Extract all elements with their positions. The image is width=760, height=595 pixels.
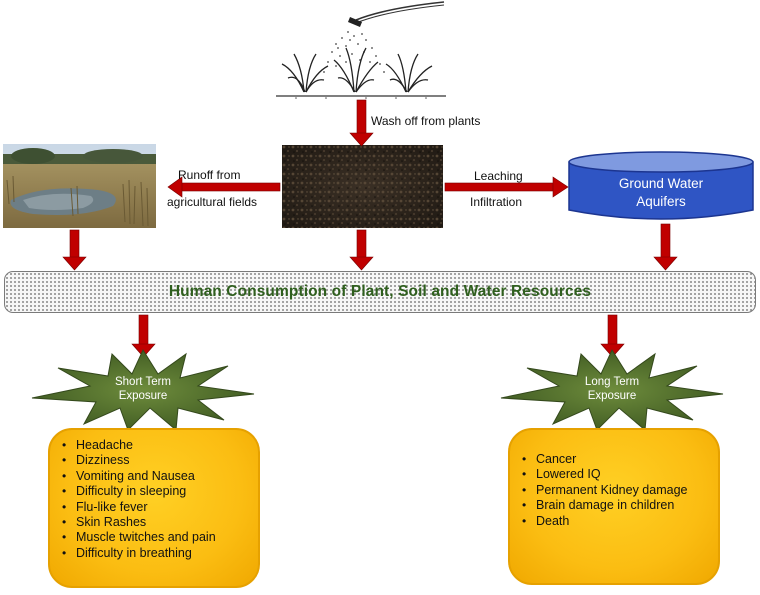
- leaching-label: Leaching: [474, 169, 523, 183]
- list-item: Brain damage in children: [536, 498, 696, 513]
- infiltration-label: Infiltration: [470, 195, 522, 209]
- long-term-label: Long Term Exposure: [555, 375, 669, 403]
- human-consumption-banner: Human Consumption of Plant, Soil and Wat…: [4, 271, 756, 313]
- short-term-label-line2: Exposure: [86, 389, 200, 403]
- list-item: Death: [536, 514, 696, 529]
- arrow-soil-down: [350, 230, 373, 270]
- list-item: Difficulty in breathing: [76, 546, 246, 561]
- list-item: Vomiting and Nausea: [76, 469, 246, 484]
- list-item: Permanent Kidney damage: [536, 483, 696, 498]
- banner-title: Human Consumption of Plant, Soil and Wat…: [169, 283, 591, 301]
- arrow-pond-down: [63, 230, 86, 270]
- list-item: Skin Rashes: [76, 515, 246, 530]
- arrow-aquifer-down: [654, 224, 677, 270]
- short-term-label-line1: Short Term: [86, 375, 200, 389]
- list-item: Flu-like fever: [76, 500, 246, 515]
- short-term-effects-box: Headache Dizziness Vomiting and Nausea D…: [48, 428, 260, 588]
- short-term-label: Short Term Exposure: [86, 375, 200, 403]
- long-term-effects-list: Cancer Lowered IQ Permanent Kidney damag…: [522, 452, 696, 529]
- long-term-label-line2: Exposure: [555, 389, 669, 403]
- list-item: Cancer: [536, 452, 696, 467]
- list-item: Dizziness: [76, 453, 246, 468]
- runoff-label-line1: Runoff from: [178, 168, 240, 182]
- long-term-effects-box: Cancer Lowered IQ Permanent Kidney damag…: [508, 428, 720, 585]
- list-item: Lowered IQ: [536, 467, 696, 482]
- arrow-wash-off: [350, 100, 373, 146]
- list-item: Headache: [76, 438, 246, 453]
- runoff-label-line2: agricultural fields: [167, 195, 257, 209]
- wash-off-label: Wash off from plants: [371, 114, 480, 128]
- list-item: Difficulty in sleeping: [76, 484, 246, 499]
- list-item: Muscle twitches and pain: [76, 530, 246, 545]
- short-term-effects-list: Headache Dizziness Vomiting and Nausea D…: [62, 438, 246, 561]
- long-term-label-line1: Long Term: [555, 375, 669, 389]
